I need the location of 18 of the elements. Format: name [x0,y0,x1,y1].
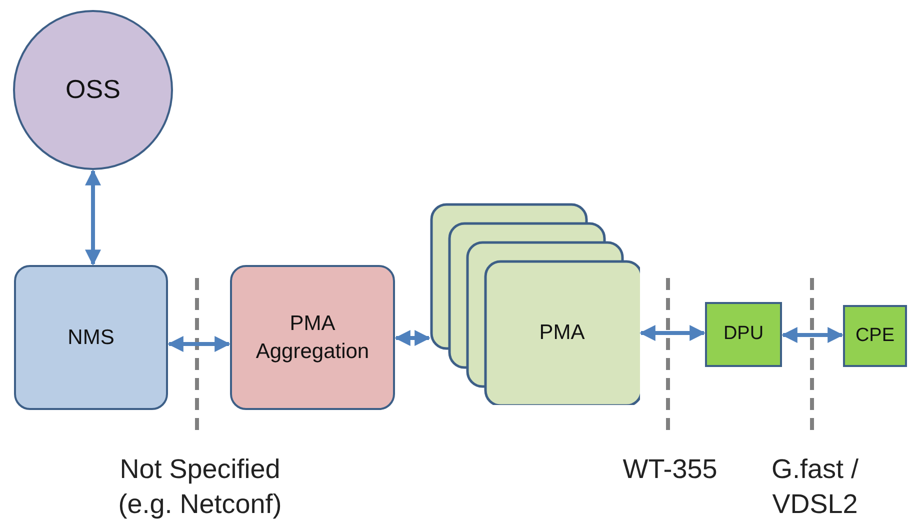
double-arrow [394,330,431,346]
double-arrow [85,169,101,266]
node-label: PMA Aggregation [254,311,370,364]
node-label: CPE [855,324,895,348]
node-label: PMA [539,320,585,346]
double-arrow [167,336,231,352]
system-box [705,302,782,367]
interface-label: G.fast / VDSL2 [770,453,860,522]
system-box [843,305,907,367]
system-box [14,265,168,410]
interface-label: Not Specified (e.g. Netconf) [117,453,283,522]
node-label: DPU [723,322,764,346]
double-arrow [781,327,844,343]
node-label: NMS [68,324,114,351]
system-box [230,265,395,410]
interface-label: WT-355 [622,453,718,486]
node-label: OSS [66,73,120,106]
double-arrow [639,325,706,341]
